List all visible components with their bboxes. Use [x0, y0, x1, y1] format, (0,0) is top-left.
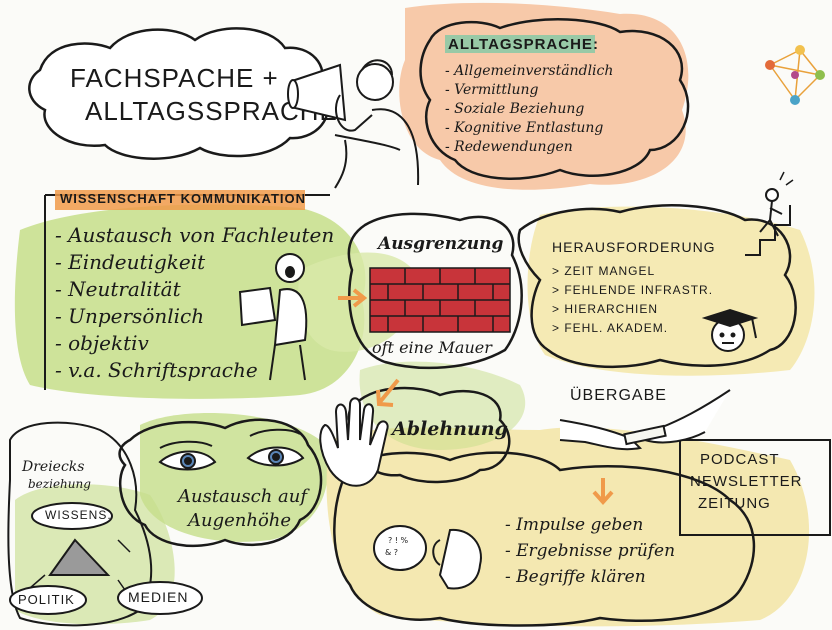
wissenschaft-heading: WISSENSCHAFT KOMMUNIKATION	[60, 191, 307, 206]
svg-text:& ?: & ?	[385, 548, 398, 557]
wall-cloud-outline	[347, 212, 523, 370]
svg-text:? ! %: ? ! %	[388, 536, 409, 545]
title-line-1: FACHSPACHE +	[70, 63, 279, 93]
herausforderung-outline	[517, 204, 797, 369]
wissenschaft-list: - Austausch von Fachleuten - Eindeutigke…	[55, 222, 334, 384]
green-wash-center	[359, 361, 526, 450]
podcast-line-3: ZEITUNG	[698, 495, 771, 512]
herausforderung-item: > HIERARCHIEN	[552, 302, 659, 316]
wissenschaft-item: - objektiv	[55, 331, 149, 355]
triangle-heading-1: Dreiecks	[22, 459, 85, 475]
herausforderung-list: > ZEIT MANGEL > FEHLENDE INFRASTR. > HIE…	[552, 262, 713, 338]
wall-bottom-label: oft eine Mauer	[372, 338, 492, 357]
herausforderung-item: > ZEIT MANGEL	[552, 264, 656, 278]
augenhoehe-line-2: Augenhöhe	[188, 510, 292, 531]
triangle-heading-2: beziehung	[28, 477, 91, 491]
alltag-heading-band	[445, 35, 595, 53]
impulse-item: - Begriffe klären	[505, 567, 646, 587]
triangle-shape	[48, 538, 111, 576]
uebergabe-label: ÜBERGABE	[570, 387, 667, 404]
herausforderung-item: > FEHLENDE INFRASTR.	[552, 283, 714, 297]
alltag-cloud-outline	[419, 18, 690, 180]
impulse-item: - Ergebnisse prüfen	[505, 541, 676, 561]
medien-label: MEDIEN	[128, 589, 189, 605]
impulse-item: - Impulse geben	[505, 515, 644, 535]
impulse-list: - Impulse geben - Ergebnisse prüfen - Be…	[505, 512, 675, 590]
wissenschaft-heading-band	[55, 190, 305, 210]
alltag-item: - Redewendungen	[445, 139, 573, 155]
augenhoehe-cloud	[118, 418, 323, 548]
alltag-item: - Vermittlung	[445, 82, 539, 98]
alltag-item: - Allgemeinverständlich	[445, 63, 614, 79]
wissenschaft-item: - Unpersönlich	[55, 304, 205, 328]
ablehnung-label: Ablehnung	[392, 418, 508, 440]
wissenschaft-item: - v.a. Schriftsprache	[55, 358, 258, 382]
wissenschaft-item: - Neutralität	[55, 277, 181, 301]
green-blob-bottom-left	[140, 413, 328, 542]
herausforderung-item: > FEHL. AKADEM.	[552, 321, 669, 335]
herausforderung-heading: HERAUSFORDERUNG	[552, 239, 716, 255]
politik-label: POLITIK	[18, 592, 75, 607]
augenhoehe-line-1: Austausch auf	[178, 486, 308, 507]
wall-top-label: Ausgrenzung	[378, 234, 504, 254]
politik-bubble	[9, 585, 87, 615]
podcast-line-2: NEWSLETTER	[690, 473, 803, 490]
wissens-label: WISSENS.	[45, 508, 112, 522]
bottom-cloud	[333, 451, 756, 627]
alltag-list: - Allgemeinverständlich - Vermittlung - …	[445, 62, 613, 157]
wissens-bubble	[31, 502, 113, 530]
green-blob-left	[14, 204, 366, 399]
wissenschaft-item: - Eindeutigkeit	[55, 250, 206, 274]
alltag-heading: ALLTAGSPRACHE:	[448, 36, 599, 53]
podcast-box	[679, 439, 831, 536]
title-cloud	[28, 27, 330, 160]
alltag-item: - Kognitive Entlastung	[445, 120, 604, 136]
wissenschaft-item: - Austausch von Fachleuten	[55, 223, 335, 247]
alltag-item: - Soziale Beziehung	[445, 101, 585, 117]
podcast-line-1: PODCAST	[700, 451, 780, 468]
medien-bubble	[117, 581, 203, 615]
